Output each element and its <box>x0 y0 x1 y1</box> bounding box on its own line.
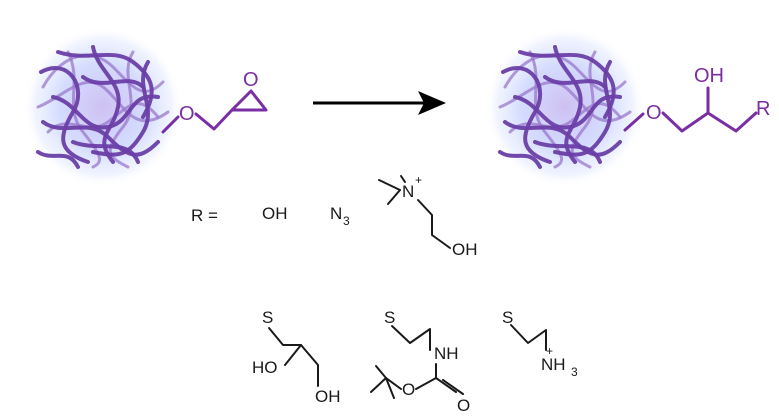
product-linker: O OH R <box>646 65 770 133</box>
r-definition-row: R = OH N 3 N + OH <box>191 173 478 259</box>
boc-ester-oxygen: O <box>402 380 415 399</box>
thioglycerol-ho: HO <box>252 358 278 377</box>
reaction-arrow <box>313 91 446 115</box>
cysteamine-sulfur: S <box>502 308 513 327</box>
product-hydroxyl: OH <box>694 65 724 87</box>
choline-substituent: N + OH <box>378 173 478 259</box>
r-label: R = <box>191 206 218 225</box>
product-r-group: R <box>756 98 770 120</box>
reactant-nanogel <box>21 25 185 189</box>
boc-cysteamine-substituent: S NH O O <box>370 308 470 415</box>
azide-substituent: N 3 <box>330 204 350 228</box>
epoxide-ring <box>230 89 268 112</box>
epoxide-oxygen: O <box>243 69 259 91</box>
azide-n: N <box>330 204 342 223</box>
cysteamine-charge: + <box>546 344 553 358</box>
boc-carbonyl-oxygen: O <box>457 396 470 415</box>
choline-nitrogen: N <box>402 182 414 201</box>
boc-sulfur: S <box>384 308 395 327</box>
product-ether-oxygen: O <box>646 102 662 124</box>
cysteamine-substituent: S NH 3 + <box>502 308 578 379</box>
reactant-ether-oxygen: O <box>179 103 195 125</box>
choline-hydroxyl: OH <box>452 240 478 259</box>
hydroxyl-substituent: OH <box>262 204 288 223</box>
azide-subscript: 3 <box>343 214 350 228</box>
boc-nh: NH <box>434 344 459 363</box>
cysteamine-h-subscript: 3 <box>571 365 578 379</box>
cysteamine-nh: NH <box>541 355 566 374</box>
reactant-glycidyl-linker: O O <box>179 69 268 131</box>
thioglycerol-substituent: S HO OH <box>252 308 341 406</box>
product-nanogel <box>483 25 647 189</box>
thioglycerol-oh: OH <box>315 387 341 406</box>
thioglycerol-sulfur: S <box>262 308 273 327</box>
choline-charge: + <box>415 173 422 187</box>
